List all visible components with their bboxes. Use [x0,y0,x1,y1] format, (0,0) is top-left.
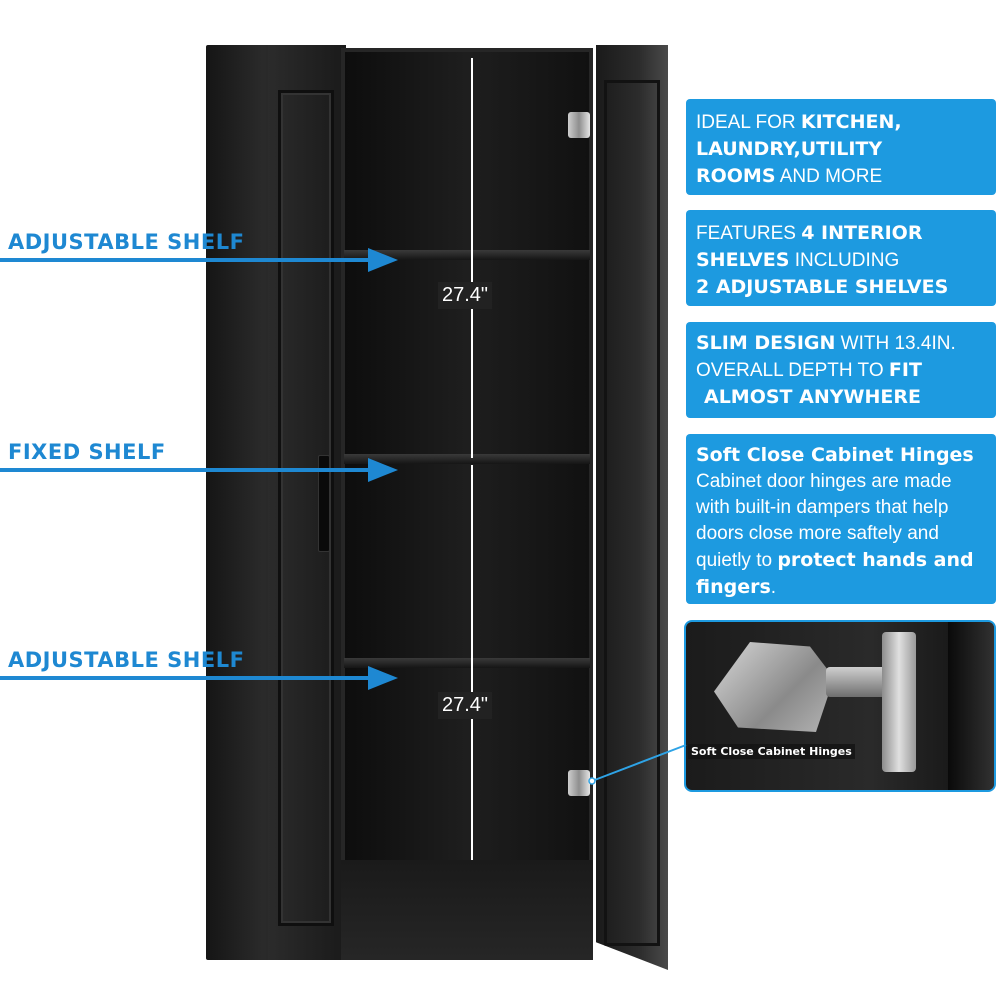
arrow-head-top-icon [368,248,398,272]
hinge-bottom-icon [568,770,590,796]
hinge-plate-icon [882,632,916,772]
feature-box-soft-close-hinges: Soft Close Cabinet Hinges Cabinet door h… [686,434,996,604]
shelf-adjustable-bottom [344,658,590,668]
feature-box-ideal-for: IDEAL FOR KITCHEN, LAUNDRY,UTILITY ROOMS… [686,99,996,195]
callout-fixed-shelf: FIXED SHELF [8,440,166,464]
door-edge [948,622,994,790]
arrow-adjustable-shelf-top [0,258,370,262]
door-handle [318,455,330,552]
arrow-head-fixed-icon [368,458,398,482]
arrow-fixed-shelf [0,468,370,472]
dimension-line-upper [471,58,473,458]
cabinet-illustration: 27.4" 27.4" [206,40,668,1000]
dimension-label-upper: 27.4" [438,282,493,309]
dimension-line-lower [471,465,473,860]
left-door [206,45,346,960]
feature-box-interior-shelves: FEATURES 4 INTERIOR SHELVES INCLUDING 2 … [686,210,996,306]
callout-adjustable-shelf-top: ADJUSTABLE SHELF [8,230,245,254]
hinge-top-icon [568,112,590,138]
arrow-adjustable-shelf-bottom [0,676,370,680]
arrow-head-bottom-icon [368,666,398,690]
hinge-inset-caption: Soft Close Cabinet Hinges [688,744,855,759]
cabinet-interior [341,48,593,958]
dimension-label-lower: 27.4" [438,692,493,719]
hinge-arm-icon [826,667,886,697]
cabinet-base [341,860,593,960]
hinge-inset-photo [684,620,996,792]
shelf-fixed [344,454,590,464]
callout-adjustable-shelf-bottom: ADJUSTABLE SHELF [8,648,245,672]
shelf-adjustable-top [344,250,590,260]
feature-box-slim-design: SLIM DESIGN WITH 13.4IN. OVERALL DEPTH T… [686,322,996,418]
right-door [596,45,668,970]
hinges-title: Soft Close Cabinet Hinges [696,444,974,466]
